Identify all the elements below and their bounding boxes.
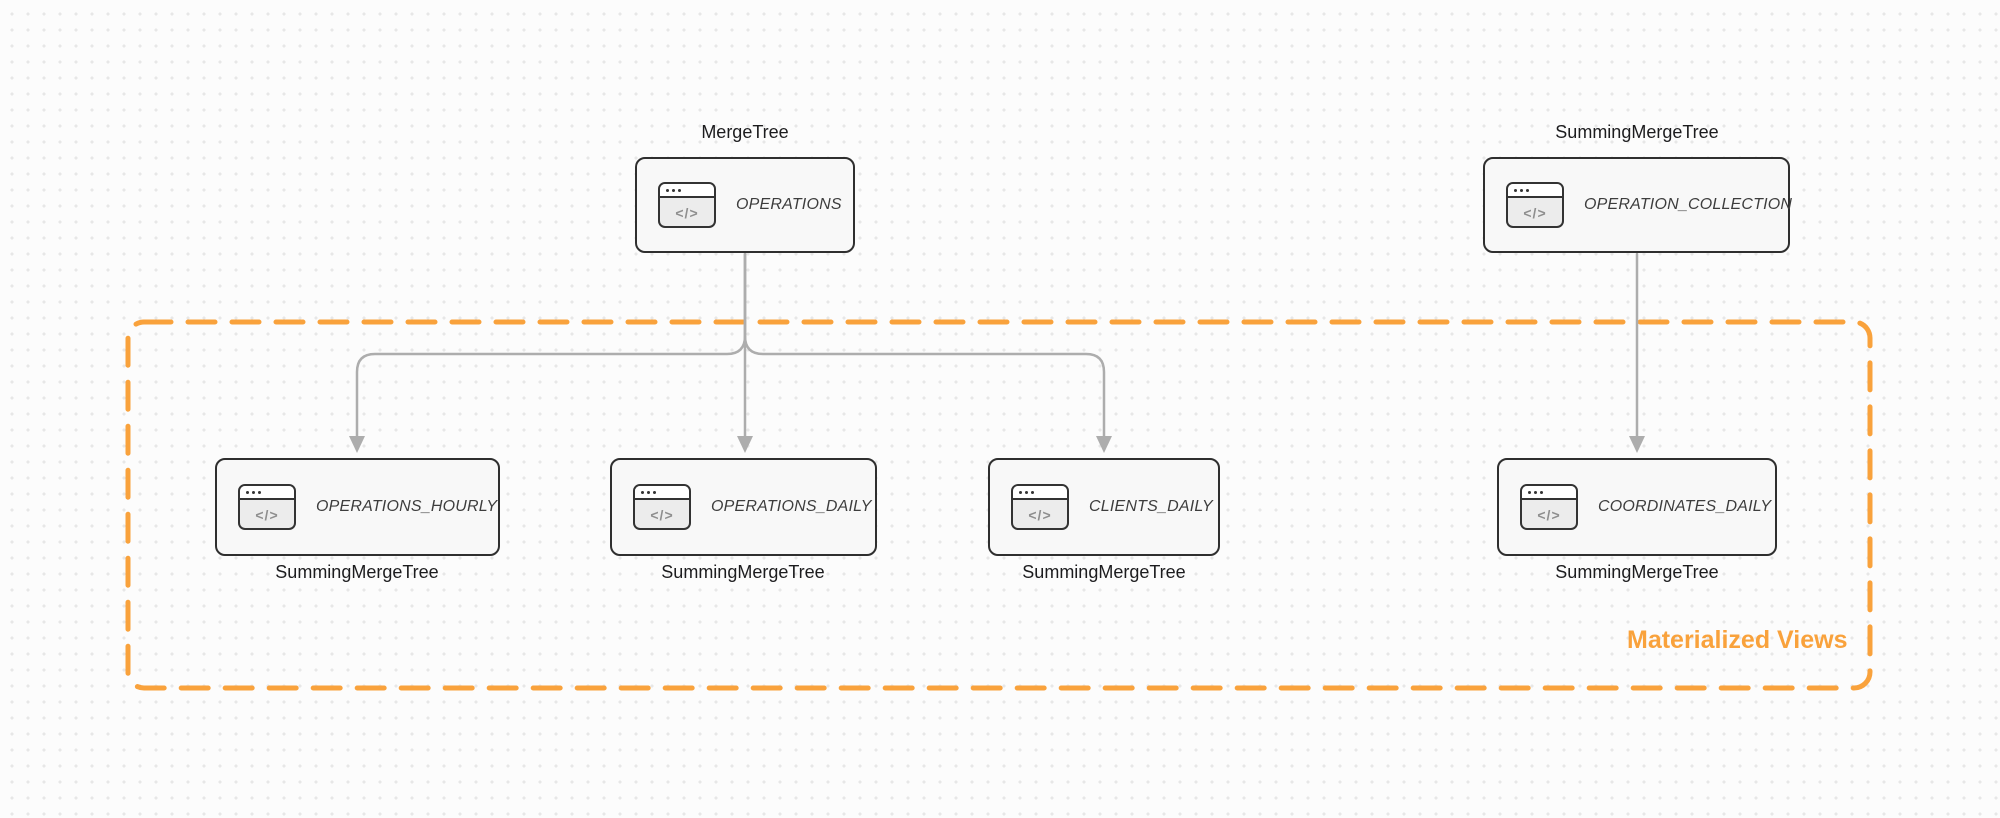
code-window-icon: </> xyxy=(633,484,691,530)
engine-label-coordinates-daily: SummingMergeTree xyxy=(1555,562,1719,582)
connector-operations-to-clients-daily xyxy=(743,252,1106,439)
code-window-icon: </> xyxy=(1011,484,1069,530)
engine-label-clients-daily: SummingMergeTree xyxy=(1022,562,1186,582)
node-title: CLIENTS_DAILY xyxy=(1089,498,1213,515)
arrowhead-coordinates-daily xyxy=(1629,436,1645,453)
node-title: COORDINATES_DAILY xyxy=(1598,498,1772,515)
engine-label-operation-collection: SummingMergeTree xyxy=(1555,122,1719,142)
node-title: OPERATIONS xyxy=(736,196,842,213)
node-clients-daily[interactable]: </> CLIENTS_DAILY xyxy=(988,458,1220,556)
code-window-icon: </> xyxy=(238,484,296,530)
node-coordinates-daily[interactable]: </> COORDINATES_DAILY xyxy=(1497,458,1777,556)
code-window-icon: </> xyxy=(658,182,716,228)
code-window-icon: </> xyxy=(1520,484,1578,530)
materialized-views-group-label: Materialized Views xyxy=(1627,626,1848,654)
node-operations[interactable]: </> OPERATIONS xyxy=(635,157,855,253)
arrowhead-operations-hourly xyxy=(349,436,365,453)
engine-label-operations-daily: SummingMergeTree xyxy=(661,562,825,582)
node-title: OPERATION_COLLECTION xyxy=(1584,196,1793,213)
connector-operations-to-operations-hourly xyxy=(355,252,747,439)
engine-label-operations: MergeTree xyxy=(701,122,789,142)
node-operation-collection[interactable]: </> OPERATION_COLLECTION xyxy=(1483,157,1793,253)
node-title: OPERATIONS_DAILY xyxy=(711,498,872,515)
code-window-icon: </> xyxy=(1506,182,1564,228)
node-title: OPERATIONS_HOURLY xyxy=(316,498,498,515)
node-operations-hourly[interactable]: </> OPERATIONS_HOURLY xyxy=(215,458,500,556)
engine-label-operations-hourly: SummingMergeTree xyxy=(275,562,439,582)
arrowhead-clients-daily xyxy=(1096,436,1112,453)
node-operations-daily[interactable]: </> OPERATIONS_DAILY xyxy=(610,458,877,556)
arrowhead-operations-daily xyxy=(737,436,753,453)
